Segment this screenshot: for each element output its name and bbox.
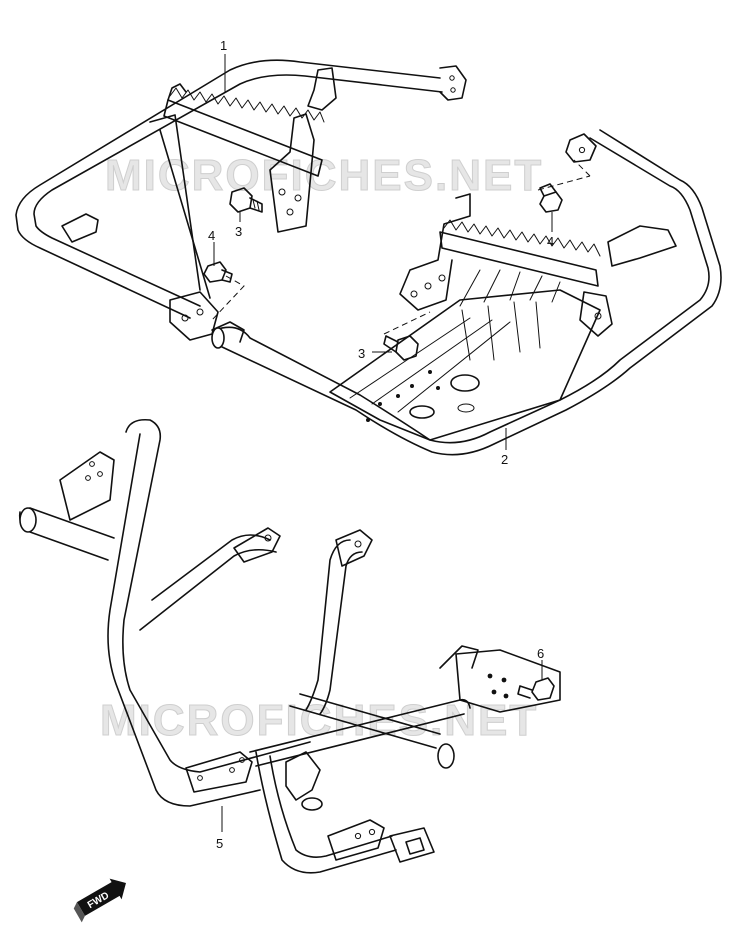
bolt-3-lower-icon <box>383 335 419 361</box>
watermark-bottom: MICROFICHES.NET <box>100 696 538 745</box>
fwd-arrow-icon: FWD <box>73 878 126 923</box>
front-guard-frame <box>18 418 561 874</box>
footrest-frame-left <box>15 59 467 341</box>
bolt-3-upper-icon <box>229 187 263 213</box>
callout-4-right: 4 <box>547 234 554 249</box>
callout-5: 5 <box>216 836 223 851</box>
callout-4-left: 4 <box>208 228 215 243</box>
callout-3-lower: 3 <box>358 346 365 361</box>
bolt-4-left-path <box>211 275 245 321</box>
callout-2: 2 <box>501 452 508 467</box>
watermark-top: MICROFICHES.NET <box>105 151 543 200</box>
bolt-3-lower-path <box>383 311 431 335</box>
bolt-4-right-icon <box>539 183 563 213</box>
bolt-6-icon <box>517 677 555 701</box>
callout-6: 6 <box>537 646 544 661</box>
bolt-4-right-path <box>537 159 591 191</box>
bolt-4-left-icon <box>203 261 233 283</box>
callout-layer: 1 3 4 4 3 2 6 5 <box>208 38 554 851</box>
callout-3-upper: 3 <box>235 224 242 239</box>
callout-1: 1 <box>220 38 227 53</box>
